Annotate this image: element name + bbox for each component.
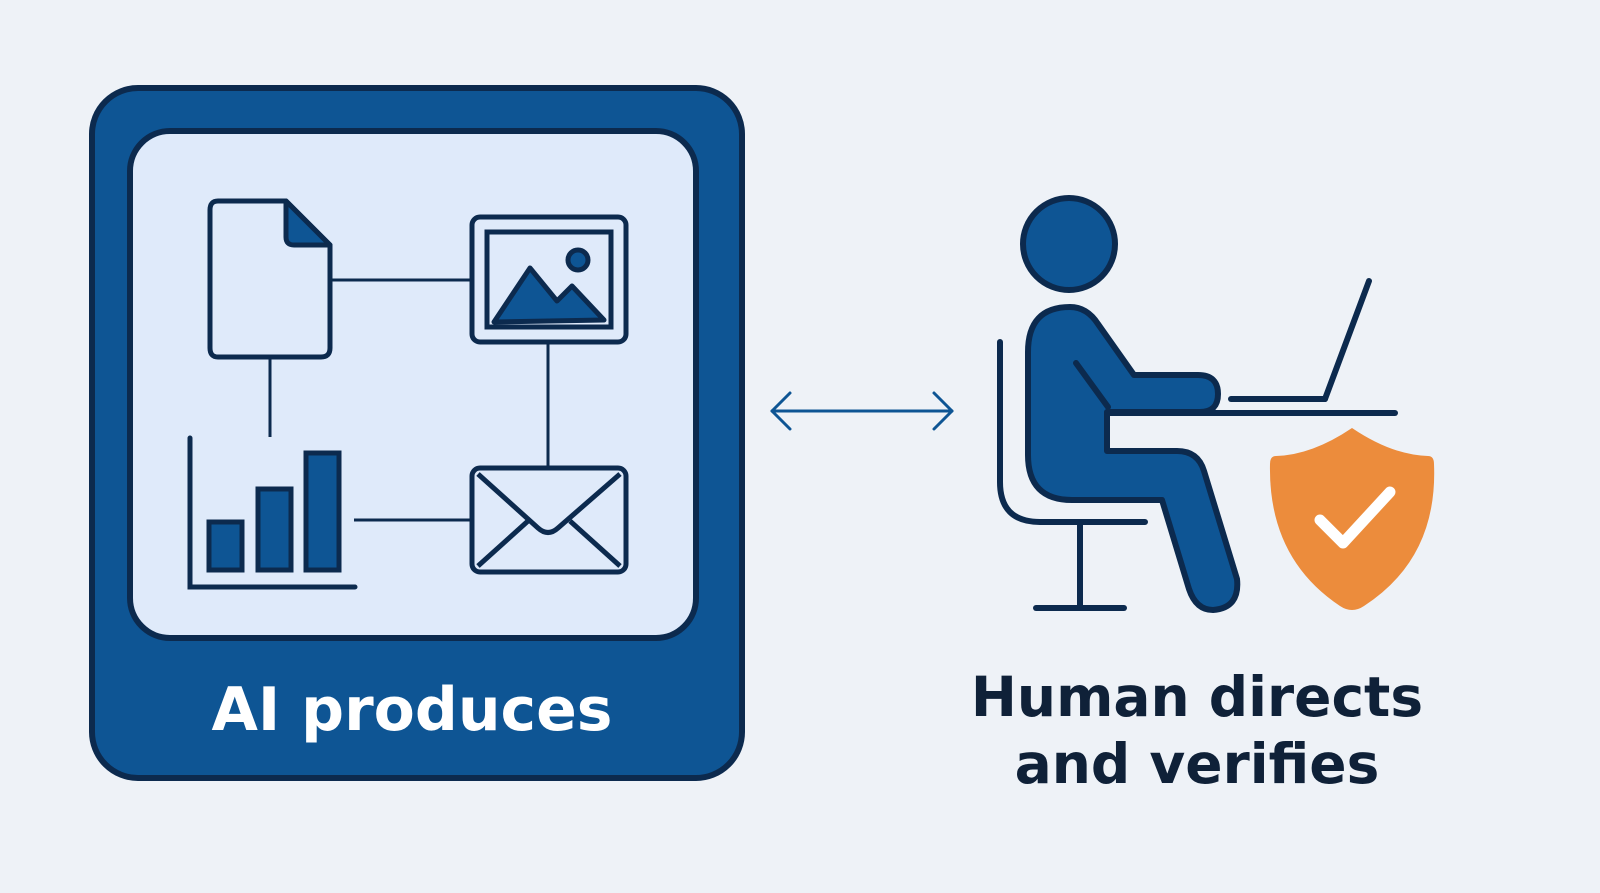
bar-chart-icon (187, 435, 358, 590)
person-head (1020, 195, 1118, 293)
image-icon (469, 214, 629, 345)
laptop-icon (1104, 278, 1398, 416)
person-at-laptop-icon (997, 195, 1398, 613)
human-label-line1: Human directs (971, 665, 1423, 729)
chair-icon (997, 339, 1148, 525)
bidirectional-arrow-icon (770, 391, 954, 431)
human-label-line2: and verifies (1015, 732, 1380, 796)
document-icon (207, 198, 333, 360)
person-body (1025, 304, 1241, 613)
ai-panel: AI produces (89, 85, 745, 781)
artifact-connectors (268, 278, 550, 522)
ai-panel-label: AI produces (211, 675, 612, 745)
envelope-icon (469, 465, 629, 575)
shield-check-icon (1269, 428, 1435, 610)
